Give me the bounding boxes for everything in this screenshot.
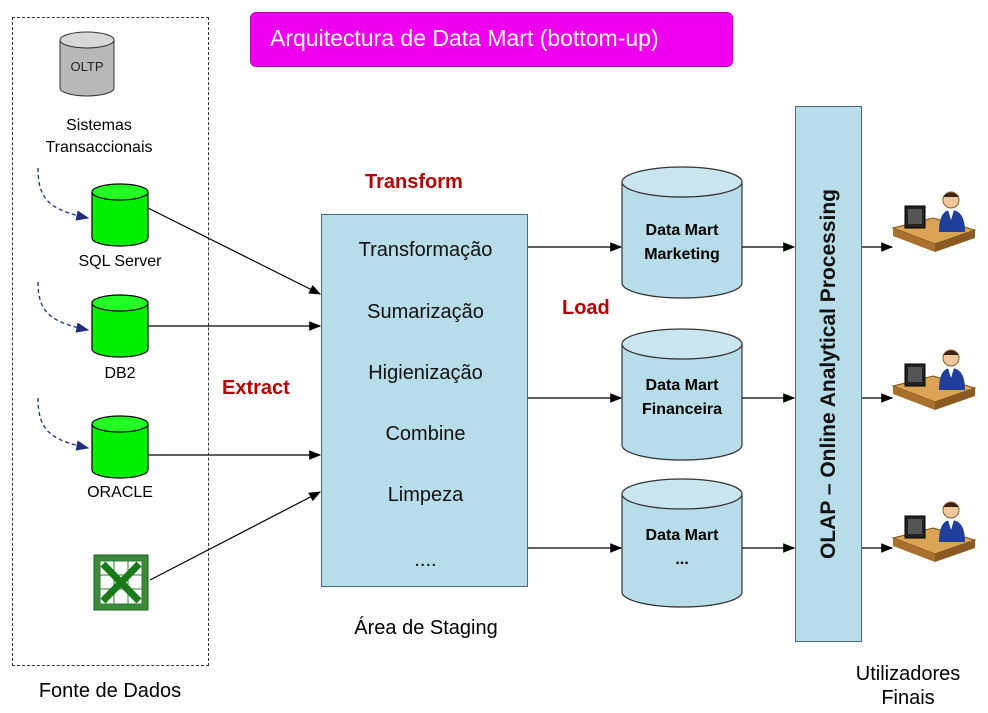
oltp-database-icon <box>59 31 115 97</box>
extract-arrow-excel <box>149 491 322 581</box>
end-user-icon <box>891 191 977 252</box>
source-panel-label: Fonte de Dados <box>38 680 182 702</box>
end-user-icon <box>891 349 977 410</box>
db2-database-icon <box>91 294 149 358</box>
data-mart-other-label: Data Mart ... <box>622 524 742 572</box>
data-mart-subject: Financeira <box>641 401 723 418</box>
staging-area-box: Transformação Sumarização Higienização C… <box>321 214 528 587</box>
staging-item: .... <box>414 549 437 571</box>
data-mart-name: Data Mart <box>645 222 719 239</box>
oracle-label: ORACLE <box>87 484 153 501</box>
data-mart-financeira-cylinder <box>621 328 743 461</box>
staging-item: Combine <box>385 423 466 445</box>
title-banner <box>250 12 733 67</box>
olap-label: OLAP – Online Analytical Processing <box>817 189 840 559</box>
diagram-title: Arquitectura de Data Mart (bottom-up) <box>270 25 659 51</box>
extract-arrow-sql <box>147 207 322 295</box>
dashed-arrow-oracle <box>37 397 90 451</box>
staging-area-label: Área de Staging <box>354 617 498 639</box>
staging-item: Limpeza <box>387 484 464 506</box>
staging-item: Sumarização <box>367 301 484 323</box>
load-label: Load <box>562 297 610 319</box>
data-mart-name: Data Mart <box>645 527 719 544</box>
db2-label: DB2 <box>104 365 136 382</box>
data-mart-financeira-label: Data Mart Financeira <box>622 374 742 422</box>
dashed-arrow-db2 <box>37 281 90 333</box>
data-mart-marketing-label: Data Mart Marketing <box>622 219 742 267</box>
data-mart-subject: ... <box>675 551 689 568</box>
sql-server-label: SQL Server <box>78 253 162 270</box>
end-users-label: Utilizadores Finais <box>855 663 961 709</box>
olap-box <box>795 106 862 642</box>
extract-label: Extract <box>222 377 290 399</box>
staging-item: Higienização <box>368 362 483 384</box>
sql-server-database-icon <box>91 183 149 247</box>
data-mart-marketing-cylinder <box>621 166 743 299</box>
oltp-label: OLTP <box>70 59 104 74</box>
data-mart-subject: Marketing <box>644 246 720 263</box>
end-user-icon <box>891 501 977 562</box>
oracle-database-icon <box>91 415 149 479</box>
transform-label: Transform <box>365 171 463 193</box>
staging-item: Transformação <box>358 239 493 261</box>
source-panel <box>12 17 209 666</box>
oltp-caption: Sistemas Transaccionais <box>45 117 153 156</box>
data-mart-name: Data Mart <box>645 377 719 394</box>
dashed-arrow-sql <box>37 167 90 221</box>
excel-file-icon <box>93 554 149 611</box>
data-mart-other-cylinder <box>621 478 743 608</box>
